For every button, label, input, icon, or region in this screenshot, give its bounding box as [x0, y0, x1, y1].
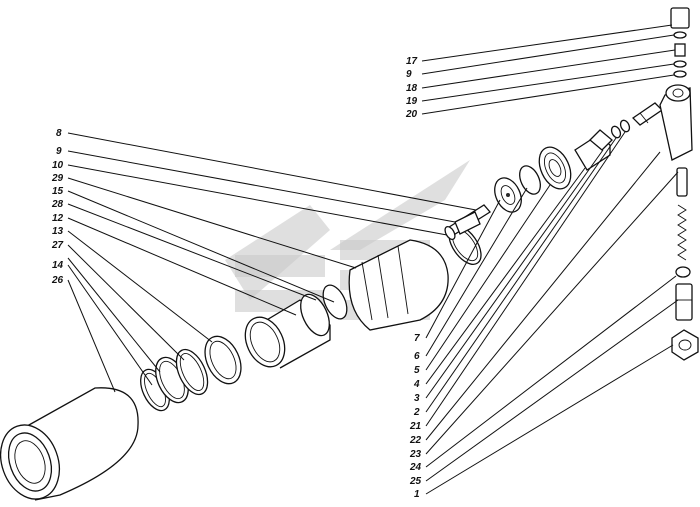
label-9-top: 9	[406, 69, 412, 80]
label-17: 17	[406, 56, 418, 67]
label-28: 28	[51, 199, 64, 210]
label-10: 10	[52, 160, 64, 171]
leader-lines	[67, 24, 679, 495]
label-7: 7	[414, 333, 420, 344]
label-20: 20	[405, 109, 418, 120]
label-9-left: 9	[56, 146, 62, 157]
part-sleeve	[0, 387, 139, 501]
part-spring-right	[676, 167, 688, 261]
label-19: 19	[406, 96, 418, 107]
label-6: 6	[414, 351, 420, 362]
label-18: 18	[406, 83, 418, 94]
part-piston-body	[348, 239, 449, 331]
part-small-washers	[610, 119, 631, 139]
label-1: 1	[414, 489, 420, 500]
label-29: 29	[51, 173, 64, 184]
label-5: 5	[414, 365, 420, 376]
part-washer-24	[675, 266, 691, 278]
label-22: 22	[409, 435, 422, 446]
label-8: 8	[56, 128, 62, 139]
label-2: 2	[413, 407, 420, 418]
label-24: 24	[409, 462, 422, 473]
part-nut	[671, 329, 699, 361]
label-25: 25	[409, 476, 422, 487]
part-seals	[300, 284, 348, 337]
label-15: 15	[52, 186, 64, 197]
part-bolt-sleeve	[675, 283, 693, 321]
label-3: 3	[414, 393, 420, 404]
part-housing	[659, 84, 693, 161]
label-14: 14	[52, 260, 64, 271]
part-spring	[175, 348, 209, 396]
label-13: 13	[52, 226, 64, 237]
part-nut-fitting	[574, 129, 613, 171]
part-ring-6	[519, 165, 541, 195]
label-21: 21	[409, 421, 422, 432]
part-bearing	[538, 146, 572, 190]
label-26: 26	[51, 275, 64, 286]
label-27: 27	[51, 240, 64, 251]
callout-labels: 17 9 18 19 20 8 9 10 29 15 28 12 13 27 1…	[51, 56, 422, 500]
part-valve-stem	[444, 204, 491, 241]
label-4: 4	[413, 379, 420, 390]
part-fitting	[631, 102, 664, 126]
part-top-stack	[670, 7, 690, 78]
part-ring-12	[204, 335, 242, 385]
part-valve-disc	[494, 177, 522, 213]
label-23: 23	[409, 449, 422, 460]
label-12: 12	[52, 213, 64, 224]
